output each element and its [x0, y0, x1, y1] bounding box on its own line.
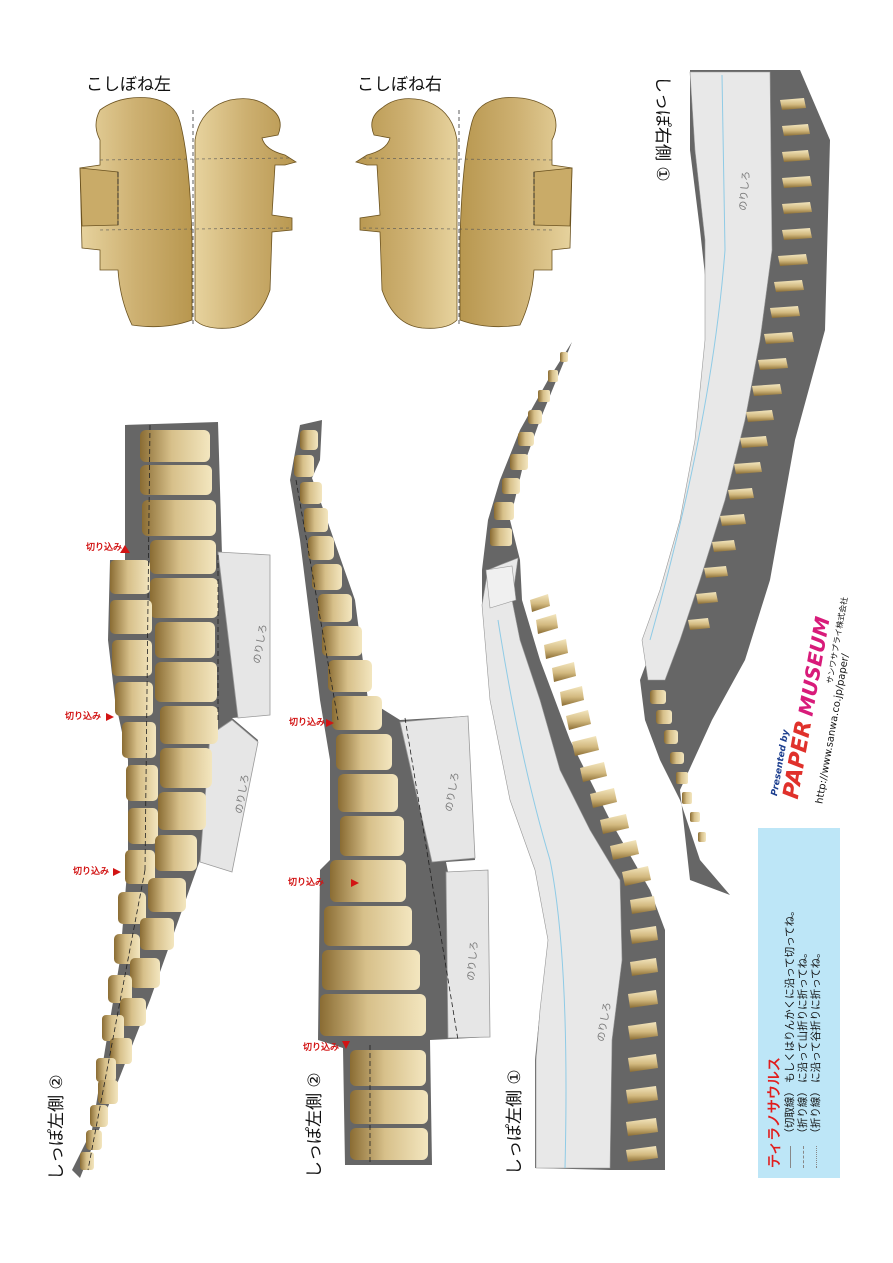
tail-right-1-bones	[688, 98, 812, 630]
cut-in-mark: 切り込み	[303, 1043, 340, 1053]
legend-content: ティラノサウルス （切取線） もしくはりんかくに沿って切ってね。 （折り線） に…	[758, 828, 840, 1178]
legend-title: ティラノサウルス	[767, 1057, 783, 1168]
hip-right-part	[355, 97, 573, 329]
tail-left-1-tip-bones	[490, 352, 568, 546]
legend-box: ティラノサウルス （切取線） もしくはりんかくに沿って切ってね。 （折り線） に…	[758, 828, 840, 1178]
tail-left-2-b-title: しっぽ左側 ②	[305, 1072, 325, 1178]
hip-right-title: こしぼね右	[357, 75, 442, 95]
tail-left-1-bones	[530, 594, 658, 1162]
legend-row-cut: （切取線） もしくはりんかくに沿って切ってね。	[784, 838, 797, 1168]
solid-line-icon	[789, 1146, 791, 1168]
tail-right-1-part	[640, 70, 830, 895]
hip-left-title: こしぼね左	[86, 75, 171, 95]
tail-left-2-b-bones	[294, 430, 428, 1160]
tail-left-2-a-bones	[80, 430, 218, 1170]
legend-row-mountain: （折り線） に沿って山折りに折ってね。	[797, 838, 810, 1168]
cut-in-mark: 切り込み	[86, 543, 123, 553]
tail-right-1-title: しっぽ右側 ①	[652, 76, 672, 182]
dashed-line-icon	[802, 1146, 804, 1168]
hip-left-part	[79, 97, 297, 329]
cut-in-mark: 切り込み	[288, 878, 325, 888]
tail-left-2-a-part	[72, 422, 271, 1178]
dotted-line-icon	[815, 1146, 817, 1168]
tail-left-2-a-title: しっぽ左側 ②	[47, 1074, 67, 1180]
legend-row-valley: （折り線） に沿って谷折りに折ってね。	[810, 838, 823, 1168]
tail-left-2-b-part	[290, 420, 491, 1165]
cut-in-mark: 切り込み	[65, 712, 102, 722]
tail-right-1-tip-bones	[650, 690, 706, 842]
tail-left-1-part	[481, 342, 665, 1170]
cut-in-mark: 切り込み	[289, 718, 326, 728]
tail-left-1-title: しっぽ左側 ①	[505, 1069, 525, 1175]
cut-in-mark: 切り込み	[73, 867, 110, 877]
